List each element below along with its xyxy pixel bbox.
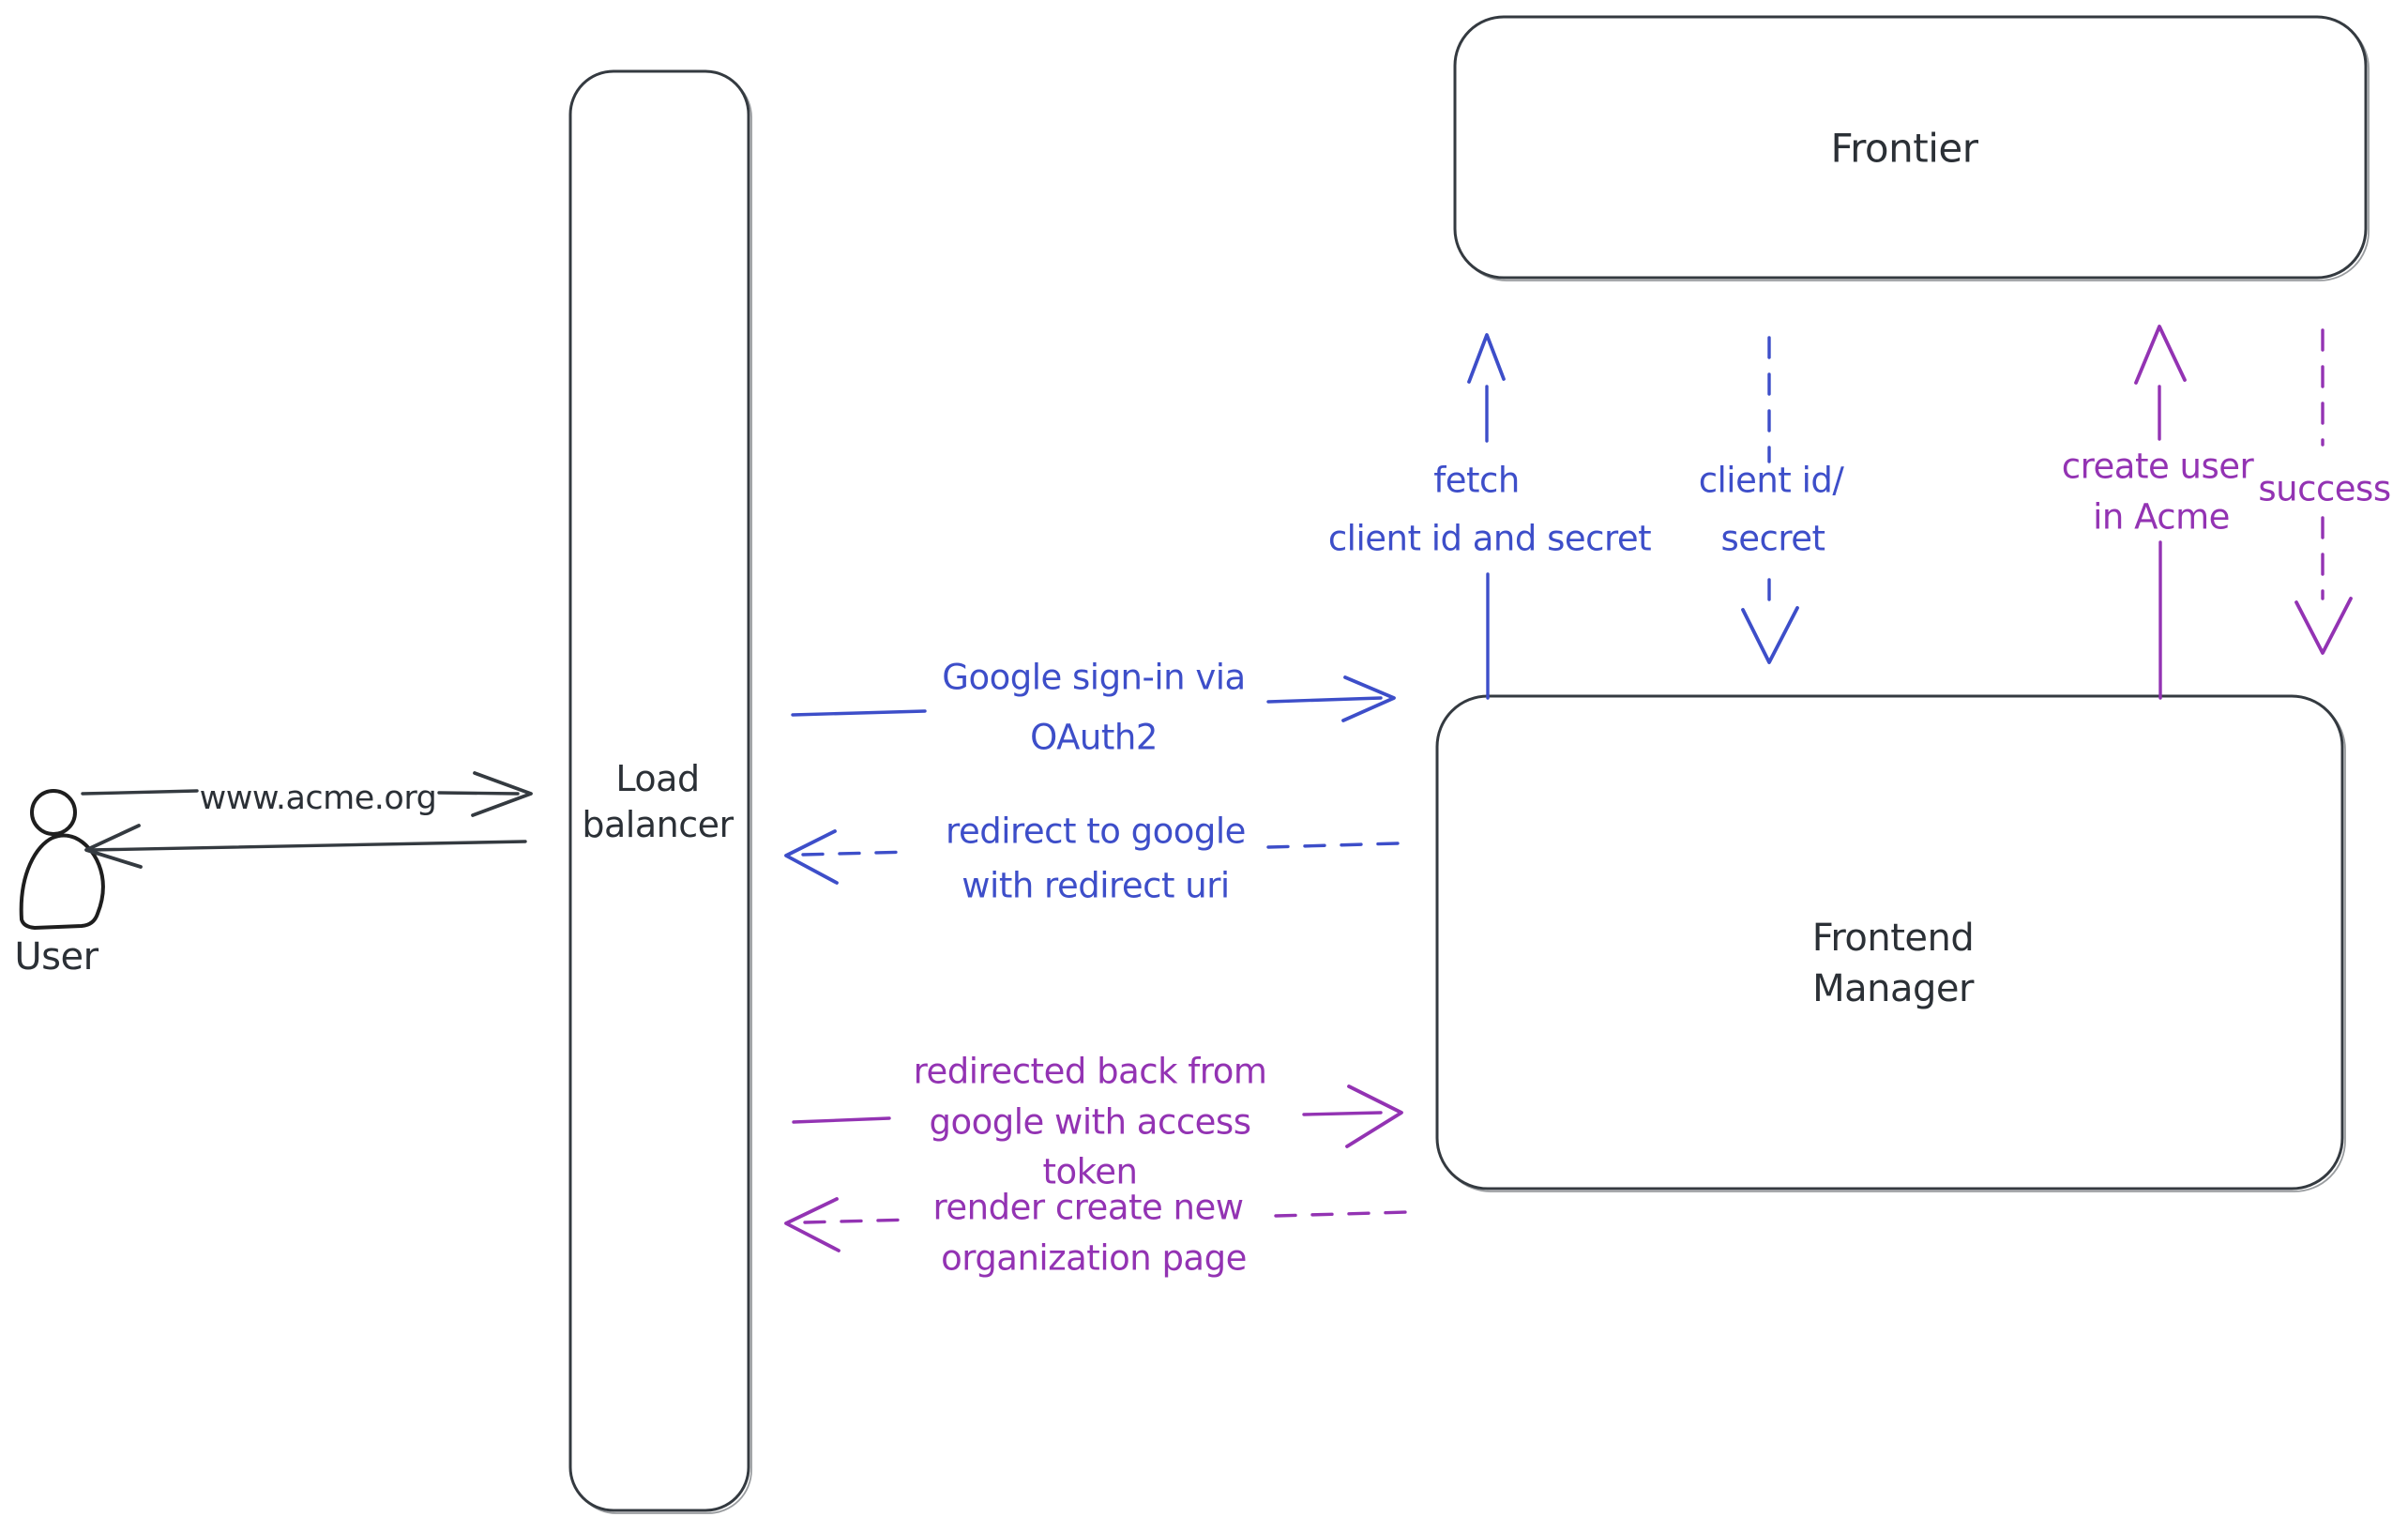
- www-response-line: [88, 840, 527, 852]
- www-request-label: www.acme.org: [200, 780, 437, 817]
- redirected-back-label-line3: token: [1043, 1152, 1138, 1192]
- frontier-box: [1453, 15, 2368, 280]
- flow-www-request: www.acme.org: [81, 771, 533, 817]
- frontend-manager-label-line2: Manager: [1812, 967, 1975, 1010]
- fetch-secret-label-line2: client id and secret: [1328, 519, 1651, 559]
- google-signin-arrowhead: [1341, 675, 1396, 722]
- redirect-google-label-line2: with redirect uri: [962, 866, 1229, 906]
- redirect-google-dashes-left: [801, 850, 912, 857]
- google-signin-line-right: [1266, 696, 1383, 704]
- redirect-google-arrowhead: [784, 829, 839, 885]
- user-head-icon: [30, 789, 77, 836]
- render-page-label-line1: render create new: [932, 1188, 1243, 1228]
- flow-success: success: [2258, 328, 2391, 655]
- redirected-back-label-line2: google with access: [930, 1102, 1251, 1143]
- www-request-line-left: [81, 789, 199, 796]
- user-label: User: [14, 935, 98, 978]
- frontier-label: Frontier: [1830, 126, 1978, 172]
- render-page-arrowhead: [784, 1197, 841, 1252]
- google-signin-label-line2: OAuth2: [1030, 718, 1158, 758]
- redirected-back-arrowhead: [1345, 1085, 1403, 1148]
- www-request-arrowhead: [471, 771, 533, 817]
- create-user-arrowhead: [2134, 325, 2187, 385]
- load-balancer-label-line1: Load: [615, 758, 699, 799]
- actor-user: User: [14, 789, 105, 978]
- flow-client-id-secret: client id/ secret: [1699, 336, 1845, 664]
- redirected-back-label-line1: redirected back from: [914, 1052, 1267, 1092]
- node-frontend-manager: Frontend Manager: [1435, 694, 2346, 1192]
- render-page-dashes-right: [1274, 1210, 1409, 1218]
- www-response-arrowhead: [84, 824, 143, 869]
- render-page-dashes-left: [803, 1218, 914, 1224]
- fetch-secret-label-line1: fetch: [1433, 461, 1520, 501]
- flow-google-signin: Google sign-in via OAuth2: [791, 658, 1396, 758]
- client-id-secret-label-line1: client id/: [1699, 461, 1845, 501]
- redirected-back-line-right: [1302, 1111, 1383, 1116]
- flow-www-response: [84, 824, 527, 869]
- success-label: success: [2258, 469, 2390, 509]
- node-frontier: Frontier: [1453, 15, 2370, 281]
- redirect-google-dashes-right: [1266, 842, 1400, 849]
- redirect-google-label-line1: redirect to google: [946, 812, 1246, 852]
- fetch-secret-arrowhead: [1467, 333, 1506, 384]
- frontend-manager-box: [1435, 694, 2344, 1191]
- flow-redirected-back: redirected back from google with access …: [792, 1052, 1403, 1192]
- render-page-label-line2: organization page: [941, 1238, 1247, 1279]
- flow-redirect-google: redirect to google with redirect uri: [784, 812, 1400, 906]
- success-arrowhead: [2294, 597, 2353, 655]
- google-signin-label-line1: Google sign-in via: [942, 658, 1245, 698]
- flow-render-page: render create new organization page: [784, 1188, 1409, 1279]
- load-balancer-box: [568, 69, 750, 1512]
- node-load-balancer: Load balancer: [568, 69, 752, 1514]
- client-id-secret-arrowhead: [1741, 606, 1799, 664]
- create-user-label-line1: create user: [2062, 447, 2255, 487]
- google-signin-line-left: [791, 709, 927, 717]
- frontend-manager-label-line1: Frontend: [1812, 917, 1975, 960]
- load-balancer-label-line2: balancer: [582, 804, 734, 845]
- redirected-back-line-left: [792, 1116, 891, 1124]
- flow-create-user: create user in Acme: [2062, 325, 2255, 700]
- www-request-line-right: [437, 791, 520, 796]
- client-id-secret-label-line2: secret: [1720, 519, 1825, 559]
- create-user-label-line2: in Acme: [2093, 497, 2230, 538]
- flow-fetch-secret: fetch client id and secret: [1328, 333, 1652, 700]
- user-body-icon: [19, 833, 105, 930]
